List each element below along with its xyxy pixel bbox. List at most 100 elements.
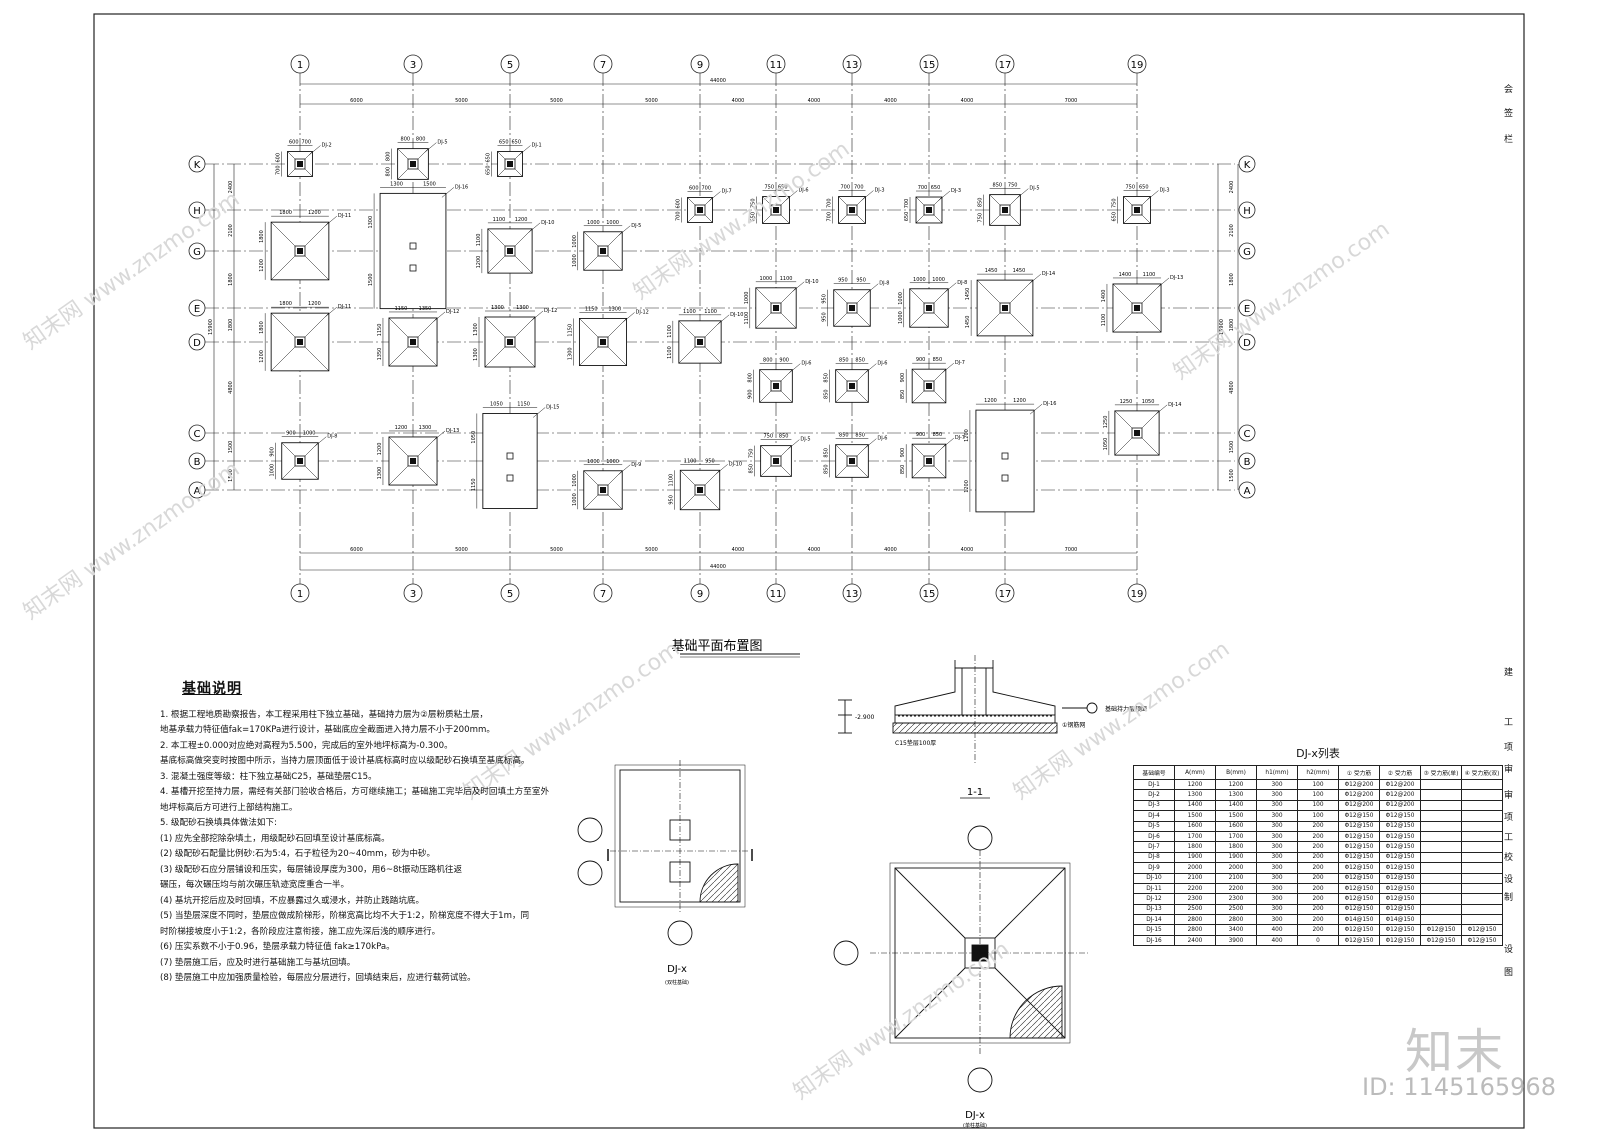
footing-dim: 1500: [368, 273, 374, 286]
dim-span: 2100: [228, 224, 234, 237]
dim-total-right: 15900: [1219, 319, 1225, 335]
footing-dim: 750: [1008, 183, 1018, 189]
footing-dim: 1000: [606, 220, 619, 226]
section-label-steel: ①钢筋网: [1062, 721, 1085, 729]
note-line: 5. 级配砂石换填具体做法如下:: [160, 818, 277, 828]
axis-label: C: [194, 429, 201, 440]
axis-bubble-11: [766, 583, 786, 603]
axis-label: 11: [770, 60, 783, 71]
axis-bubble-11: [766, 54, 786, 74]
dim-span: 2400: [1229, 181, 1235, 194]
table-cell: 2500: [1215, 903, 1257, 916]
footing-dim: 1000: [587, 459, 600, 465]
axis-bubble-13: [842, 54, 862, 74]
axis-bubble-G: [188, 242, 206, 260]
footing-dim: 750: [764, 434, 774, 440]
table-cell: [1420, 789, 1462, 801]
watermark-text: 知末网 www.znzmo.com: [629, 137, 854, 305]
table-cell: DJ-3: [1133, 799, 1175, 812]
footing-label: DJ-16: [1043, 401, 1056, 407]
note-line: 3. 混凝土强度等级：柱下独立基础C25，基础垫层C15。: [160, 771, 377, 782]
footing-dim: 650: [486, 153, 492, 163]
table-cell: [1420, 903, 1462, 916]
footing-dim: 950: [856, 278, 866, 284]
footing-dim: 650: [904, 212, 910, 222]
table-cell: 100: [1297, 789, 1339, 801]
dim-span: 4000: [961, 547, 974, 553]
table-cell: 1500: [1215, 810, 1257, 822]
footing-dim: 1100: [493, 217, 506, 223]
table-cell: 1600: [1215, 820, 1257, 832]
table-cell: 2200: [1215, 882, 1257, 895]
table-cell: [1420, 810, 1462, 822]
table-cell: 100: [1297, 778, 1339, 791]
axis-label: 17: [999, 589, 1012, 600]
table-cell: 300: [1256, 851, 1298, 864]
table-cell: Φ12@150: [1379, 841, 1421, 853]
footing-dim: 1150: [517, 401, 530, 407]
axis-bubble-7: [593, 54, 613, 74]
note-line: 2. 本工程±0.000对应绝对高程为5.500，完成后的室外地坪标高为-0.3…: [160, 740, 453, 751]
footing-dim: 1200: [964, 429, 970, 442]
dim-total-top: 44000: [710, 78, 726, 84]
axis-label: C: [1244, 429, 1251, 440]
axis-bubble-H: [188, 201, 206, 219]
footing-label: DJ-6: [877, 436, 887, 442]
footing-dim: 1200: [964, 480, 970, 493]
table-cell: 200: [1297, 820, 1339, 832]
footing-label: DJ-13: [1170, 275, 1183, 281]
table-cell: 3400: [1215, 924, 1257, 936]
table-cell: [1420, 830, 1462, 843]
footing-dim: 600: [689, 186, 699, 192]
table-cell: 300: [1256, 862, 1298, 874]
table-cell: 300: [1256, 778, 1298, 791]
footing-dim: 700: [701, 186, 711, 192]
footing-dim: 800: [386, 152, 392, 162]
footing-dim: 1800: [279, 301, 292, 307]
table-cell: 100: [1297, 810, 1339, 822]
dim-span: 4000: [732, 547, 745, 553]
dim-span: 5000: [550, 547, 563, 553]
footing-dim: 1100: [1101, 314, 1107, 327]
footing-label: DJ-3: [951, 188, 961, 194]
dim-span: 6000: [350, 98, 363, 104]
table-cell: 1300: [1215, 789, 1257, 801]
footing-dim: 950: [838, 278, 848, 284]
axis-bubble-3: [403, 54, 423, 74]
table-cell: [1420, 862, 1462, 874]
footing-dim: 1500: [423, 181, 436, 187]
footing-dim: 850: [900, 390, 906, 400]
table-cell: Φ12@200: [1338, 789, 1380, 801]
footing-dim: 1800: [259, 230, 265, 243]
table-cell: 200: [1297, 851, 1339, 864]
table-cell: 200: [1297, 914, 1339, 926]
footing-dim: 600: [276, 153, 282, 163]
table-cell: Φ12@200: [1379, 799, 1421, 812]
table-cell: 100: [1297, 799, 1339, 812]
axis-bubble-D: [1238, 333, 1256, 351]
axis-bubble-G: [1238, 242, 1256, 260]
title-block: 会签栏建工项审审项工校设制设图: [1494, 10, 1524, 1128]
axis-label: E: [194, 304, 200, 315]
section-1-1: [838, 655, 1098, 765]
table-cell: Φ12@150: [1379, 830, 1421, 843]
dim-span: 1500: [228, 469, 234, 482]
table-cell: 300: [1256, 810, 1298, 822]
dim-span: 5000: [645, 547, 658, 553]
table-cell: Φ12@200: [1338, 778, 1380, 791]
axis-label: 17: [999, 60, 1012, 71]
footing-dim: 1150: [377, 324, 383, 337]
table-cell: 1300: [1174, 789, 1216, 801]
footing-dim: 1050: [490, 401, 503, 407]
